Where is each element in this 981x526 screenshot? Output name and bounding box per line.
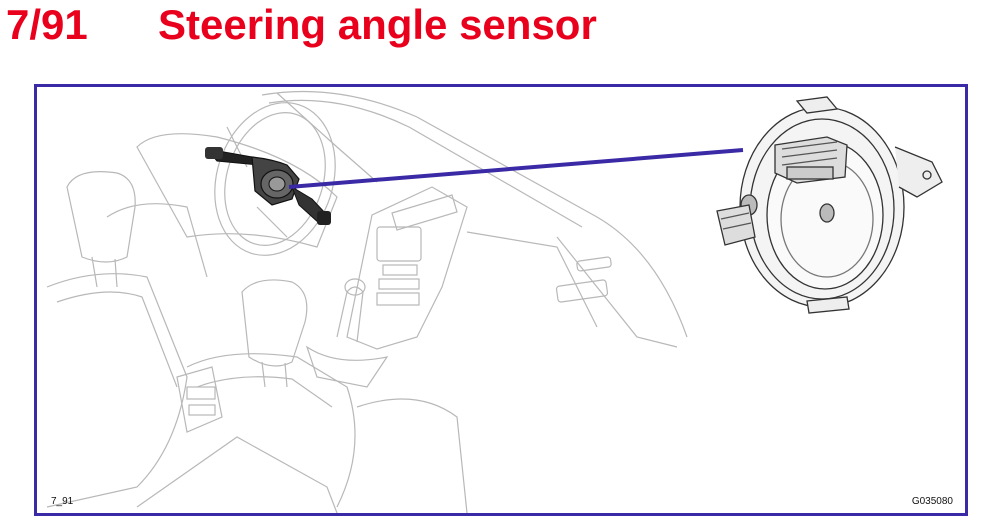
car-interior-illustration (46, 90, 688, 513)
illustration-frame: 7_91 G035080 (34, 84, 968, 516)
figure-caption-left: 7_91 (51, 496, 74, 507)
steering-angle-sensor-detail (716, 96, 943, 314)
callout-pointer-line (288, 148, 744, 189)
page-number: 7/91 (6, 1, 88, 48)
figure-caption-right: G035080 (911, 496, 953, 507)
steering-column-switch (205, 147, 331, 225)
page-title: Steering angle sensor (158, 1, 597, 48)
illustration-canvas (46, 90, 943, 513)
